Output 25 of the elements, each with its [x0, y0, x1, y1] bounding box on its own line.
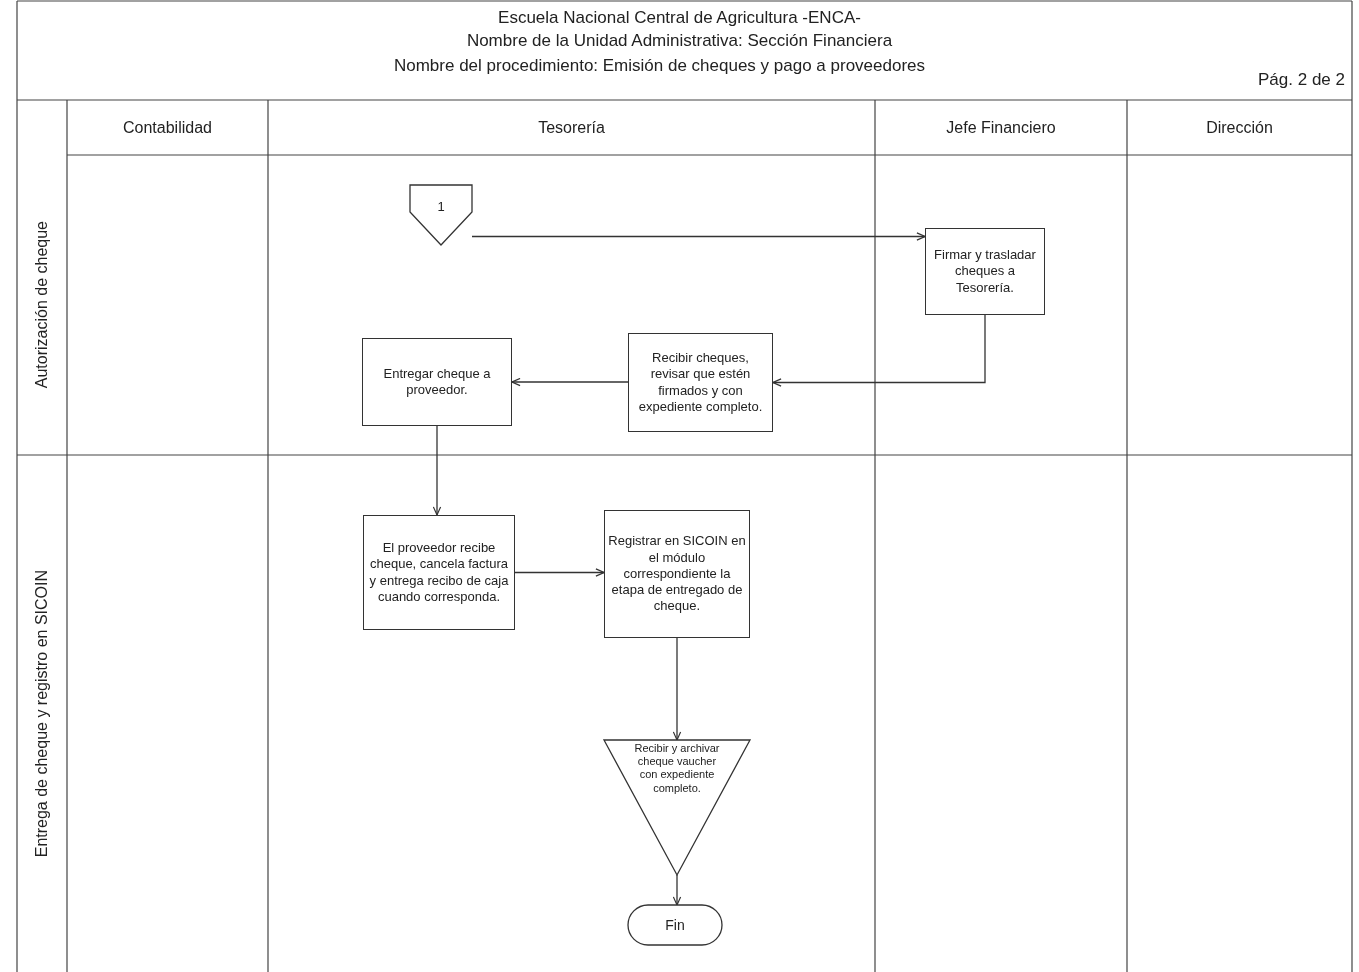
- arrow: [432, 425, 442, 516]
- header-text: Nombre de la Unidad Administrativa: Sección Financiera: [465, 31, 894, 51]
- archive-triangle: Recibir y archivar cheque vaucher con expediente completo.: [604, 740, 750, 875]
- process-box: Entregar cheque a proveedor.: [362, 338, 512, 426]
- arrow: [471, 232, 926, 241]
- title-text: Escuela Nacional Central de Agricultura -ENCA-: [497, 8, 862, 28]
- process-box: Recibir cheques, revisar que estén firmados y con expediente completo.: [628, 333, 773, 432]
- lane-header: Tesorería: [268, 100, 875, 155]
- terminator: Fin: [628, 905, 722, 945]
- process-box: Firmar y trasladar cheques a Tesorería.: [925, 228, 1045, 315]
- lane-header: Contabilidad: [67, 100, 268, 155]
- arrow: [511, 377, 629, 387]
- header-text: Nombre del procedimiento: Emisión de cheques y pago a proveedores: [392, 56, 927, 76]
- process-box: El proveedor recibe cheque, cancela factura y entrega recibo de caja cuando corresponda.: [363, 515, 515, 630]
- arrow: [672, 637, 682, 741]
- lane-header: Dirección: [1127, 100, 1352, 155]
- lane-header: Entrega de cheque y registro en SICOIN: [17, 455, 67, 972]
- lane-header: Jefe Financiero: [875, 100, 1127, 155]
- lane-header: Autorización de cheque: [17, 155, 67, 455]
- arrow: [514, 568, 605, 577]
- arrow: [672, 874, 682, 906]
- process-box: Registrar en SICOIN en el módulo correspondiente la etapa de entregado de cheque.: [604, 510, 750, 638]
- off-page-connector: 1: [410, 185, 472, 245]
- page-number: Pág. 2 de 2: [1257, 70, 1345, 90]
- arrow: [772, 314, 986, 387]
